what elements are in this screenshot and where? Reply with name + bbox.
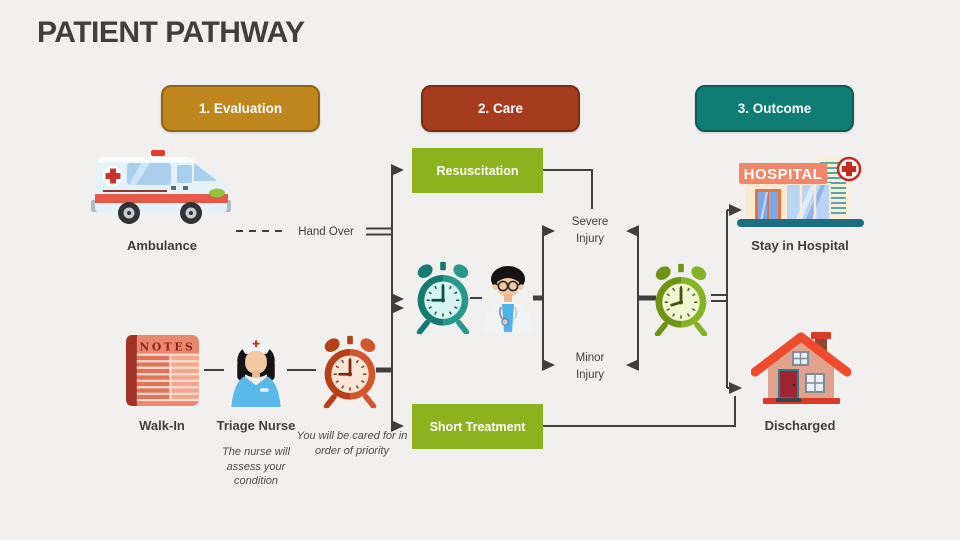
doctor-icon bbox=[483, 266, 533, 332]
minor-injury-label: Minor Injury bbox=[575, 352, 605, 381]
short-treatment-box: Short Treatment bbox=[412, 404, 543, 449]
resuscitation-box: Resuscitation bbox=[412, 148, 543, 193]
severe-injury-label: Severe Injury bbox=[571, 216, 609, 245]
stay-in-hospital-label: Stay in Hospital bbox=[751, 238, 849, 253]
triage-nurse-label: Triage Nurse bbox=[216, 418, 296, 433]
notes-header-text: NOTES bbox=[140, 340, 196, 353]
outcome-wait-clock-icon bbox=[654, 263, 708, 336]
priority-note: You will be cared for in order of priori… bbox=[296, 430, 408, 457]
stage-care: 2. Care bbox=[421, 85, 580, 132]
hand-over-label: Hand Over bbox=[298, 226, 354, 238]
nurse-note: The nurse will assess your condition bbox=[222, 446, 290, 487]
hospital-sign-text: HOSPITAL bbox=[744, 166, 823, 183]
stage-evaluation: 1. Evaluation bbox=[161, 85, 320, 132]
hospital-icon: HOSPITAL bbox=[737, 156, 864, 227]
walk-in-label: Walk-In bbox=[139, 418, 185, 433]
discharged-label: Discharged bbox=[764, 418, 836, 433]
triage-wait-clock-icon bbox=[323, 335, 377, 408]
walk-in-notes-icon: NOTES bbox=[126, 335, 199, 406]
ambulance-icon bbox=[91, 150, 231, 224]
stage-outcome: 3. Outcome bbox=[695, 85, 854, 132]
ambulance-label: Ambulance bbox=[126, 238, 198, 253]
page-title: PATIENT PATHWAY bbox=[37, 16, 305, 49]
house-icon bbox=[751, 332, 852, 404]
care-wait-clock-icon bbox=[416, 261, 470, 334]
triage-nurse-icon bbox=[231, 339, 281, 407]
